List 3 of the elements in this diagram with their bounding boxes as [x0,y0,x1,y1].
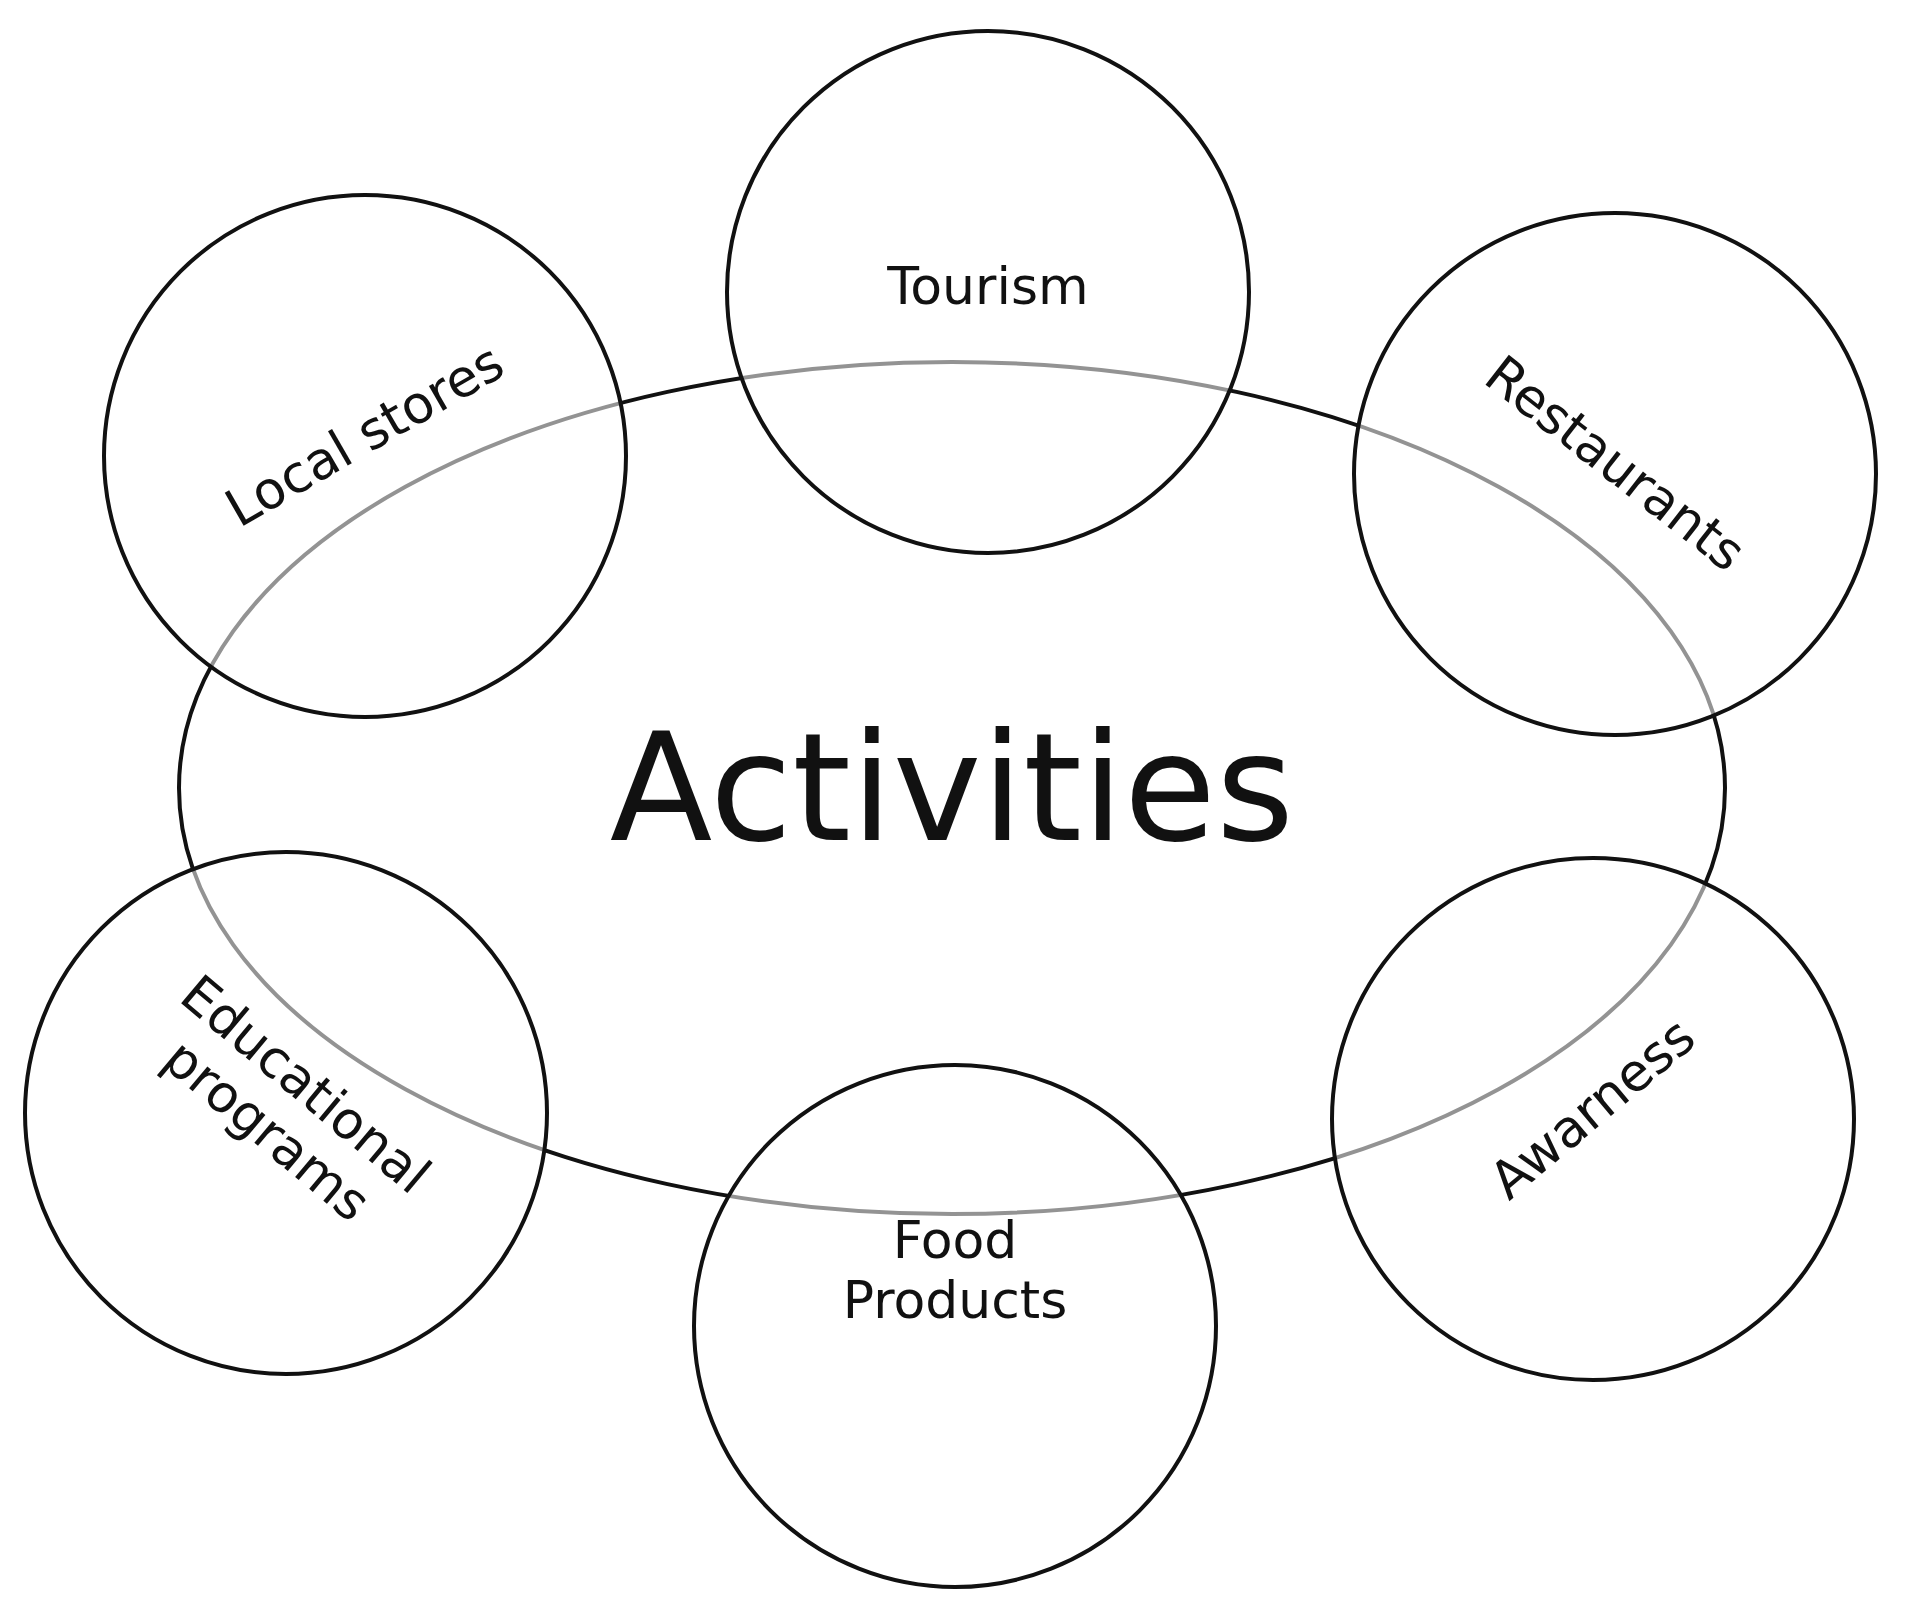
title-label: Activities [609,701,1295,875]
node-label: Food Products [841,1211,1069,1331]
node-label: Tourism [887,257,1089,317]
